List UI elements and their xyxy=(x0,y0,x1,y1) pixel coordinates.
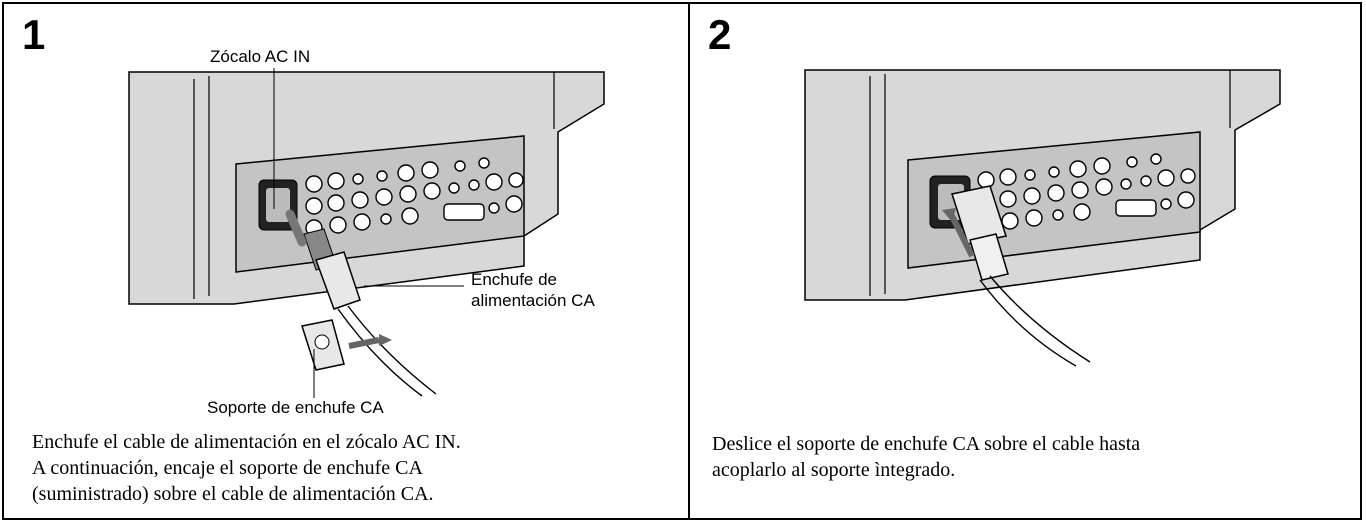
plug-callout-line1: Enchufe de xyxy=(471,270,558,289)
ac-plug-with-holder xyxy=(951,185,1007,245)
ac-in-callout: Zócalo AC IN xyxy=(210,47,311,66)
jacks-row-2 xyxy=(977,168,1196,211)
step-2-instruction: Deslice el soporte de enchufe CA sobre e… xyxy=(712,431,1140,483)
instruction-line: Enchufe el cable de alimentación en el z… xyxy=(32,431,461,453)
step-2-illustration xyxy=(804,69,1281,367)
jacks-row-1 xyxy=(305,157,490,193)
panel-divider xyxy=(688,4,690,518)
step-1-panel: 1 xyxy=(4,4,688,518)
jacks-row-2 xyxy=(305,172,524,215)
ac-plug xyxy=(315,251,361,310)
instruction-line: Deslice el soporte de enchufe CA sobre e… xyxy=(712,433,1141,455)
step-2-panel: 2 xyxy=(690,4,1362,518)
step-1-illustration xyxy=(128,68,605,398)
step-1-instruction: Enchufe el cable de alimentación en el z… xyxy=(32,429,461,507)
instruction-line: acoplarlo al soporte ìntegrado. xyxy=(712,459,956,481)
step-1-number: 1 xyxy=(22,11,46,58)
jacks-row-1 xyxy=(977,153,1162,189)
instruction-line: A continuación, encaje el soporte de enc… xyxy=(32,457,423,479)
instruction-line: (suministrado) sobre el cable de aliment… xyxy=(32,483,434,505)
step-2-number: 2 xyxy=(708,11,732,58)
holder-callout: Soporte de enchufe CA xyxy=(207,398,384,417)
plug-callout-line2: alimentación CA xyxy=(471,291,595,310)
